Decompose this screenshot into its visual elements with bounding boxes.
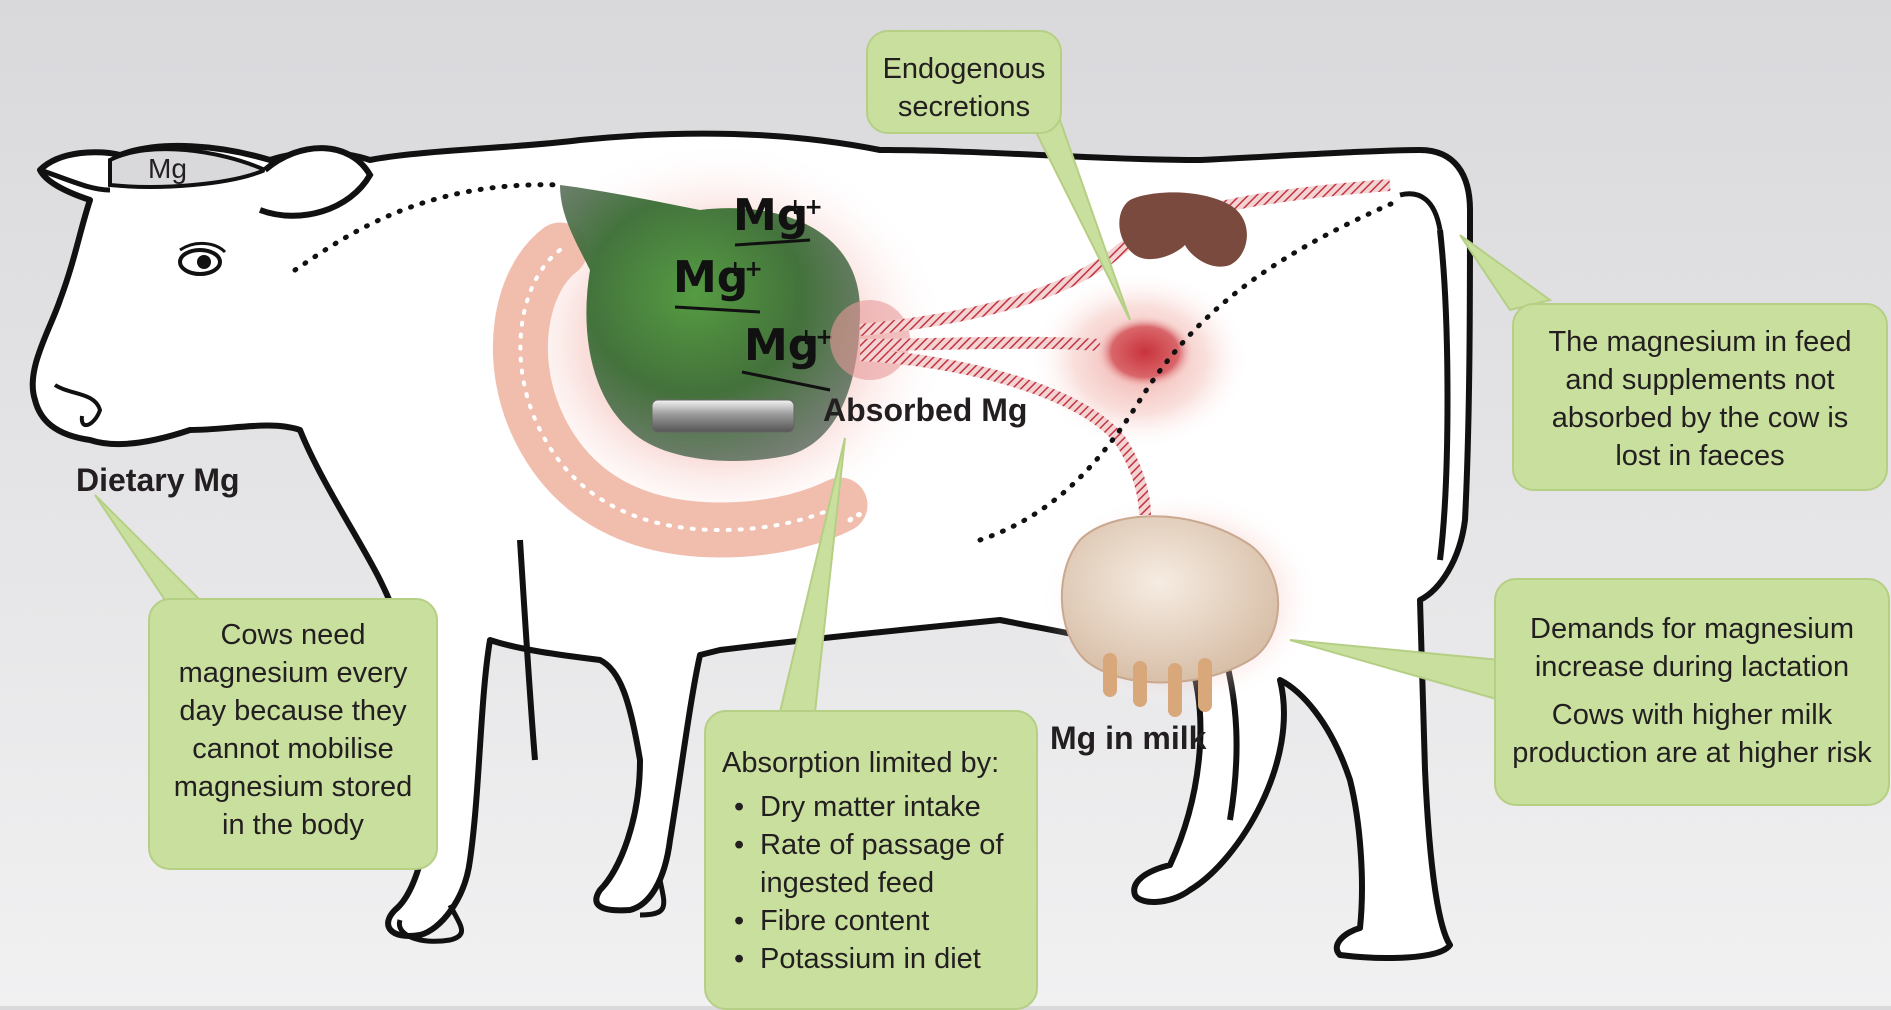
lactation-line-2: Cows with higher milk production are at … bbox=[1504, 696, 1880, 772]
head-mg-label: Mg bbox=[148, 153, 187, 185]
liver bbox=[1097, 316, 1193, 388]
pointer-faeces bbox=[1460, 235, 1550, 310]
faeces-callout: The magnesium in feed and supplements no… bbox=[1512, 303, 1888, 491]
mg-ion-3-charge: ++ bbox=[797, 325, 834, 350]
lactation-callout: Demands for magnesium increase during la… bbox=[1494, 578, 1890, 806]
mg-in-milk-label: Mg in milk bbox=[1050, 720, 1206, 757]
supplement-bar bbox=[652, 400, 794, 432]
dietary-mg-label: Dietary Mg bbox=[76, 462, 240, 499]
list-item: •Rate of passage of ingested feed bbox=[722, 826, 1020, 902]
mg-ion-2-charge: ++ bbox=[726, 257, 763, 282]
list-item: •Fibre content bbox=[722, 902, 1020, 940]
absorption-callout: Absorption limited by: •Dry matter intak… bbox=[704, 710, 1038, 1010]
lactation-line-1: Demands for magnesium increase during la… bbox=[1504, 610, 1880, 686]
vessel-to-liver bbox=[860, 343, 1100, 345]
udder bbox=[1062, 516, 1278, 682]
absorbed-mg-label: Absorbed Mg bbox=[823, 392, 1027, 429]
absorption-list: •Dry matter intake •Rate of passage of i… bbox=[722, 788, 1020, 978]
daily-need-text: Cows need magnesium every day because th… bbox=[174, 619, 413, 841]
endogenous-text: Endogenous secretions bbox=[883, 53, 1046, 123]
daily-need-callout: Cows need magnesium every day because th… bbox=[148, 598, 438, 870]
endogenous-callout: Endogenous secretions bbox=[866, 30, 1062, 134]
pointer-daily bbox=[95, 495, 200, 600]
faeces-text: The magnesium in feed and supplements no… bbox=[1548, 326, 1851, 472]
absorption-title: Absorption limited by: bbox=[722, 744, 1020, 782]
list-item: •Potassium in diet bbox=[722, 940, 1020, 978]
list-item: •Dry matter intake bbox=[722, 788, 1020, 826]
mg-ion-1-charge: ++ bbox=[786, 195, 823, 220]
